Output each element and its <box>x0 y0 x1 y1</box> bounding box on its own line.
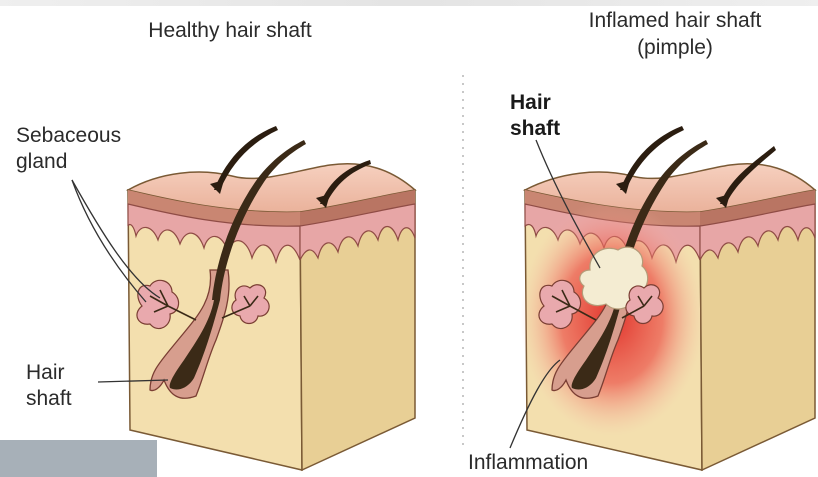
label-sebaceous-line1: Sebaceous <box>16 123 121 148</box>
healthy-skin-block <box>128 126 415 470</box>
label-hair-healthy-line2: shaft <box>26 386 72 411</box>
healthy-panel-title: Healthy hair shaft <box>100 18 360 43</box>
label-hair-inflamed-line2: shaft <box>510 116 560 141</box>
label-hair-healthy-line1: Hair <box>26 360 65 385</box>
inflamed-skin-block <box>520 126 815 470</box>
label-hair-inflamed-line1: Hair <box>510 90 551 115</box>
inflamed-panel-title-line2: (pimple) <box>540 35 810 60</box>
label-inflammation: Inflammation <box>468 450 588 475</box>
label-sebaceous-line2: gland <box>16 149 67 174</box>
grey-overlay-box <box>0 440 157 477</box>
inflamed-panel-title-line1: Inflamed hair shaft <box>540 8 810 33</box>
